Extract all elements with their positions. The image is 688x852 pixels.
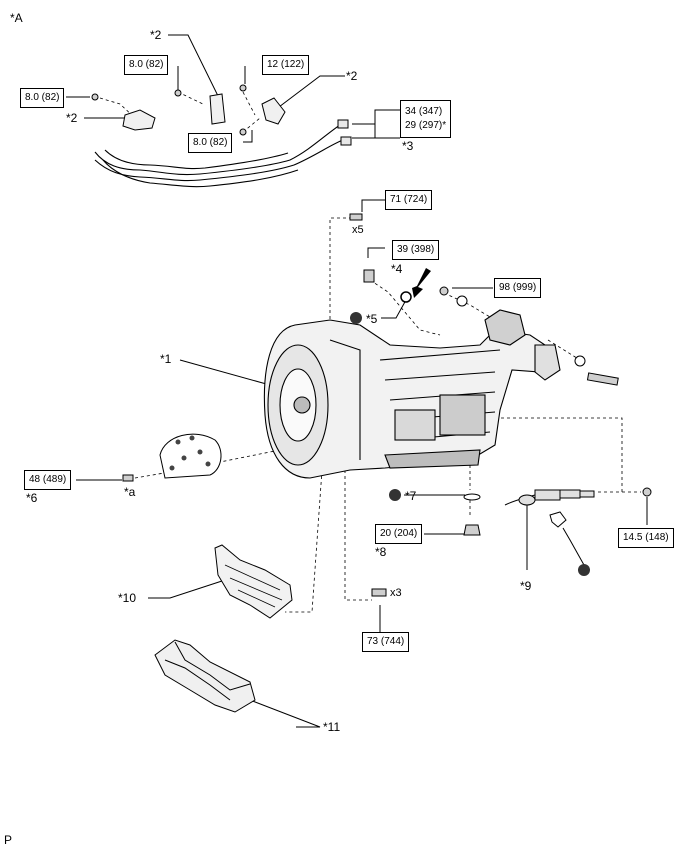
- transmission-assembly: [263, 309, 561, 479]
- callout-4: *4: [391, 262, 403, 276]
- dashed-guide: [344, 470, 372, 601]
- cable-clip: [549, 511, 567, 528]
- torque-spec: 8.0 (82): [20, 88, 65, 108]
- drain-plug: [463, 524, 481, 536]
- callout-2: *2: [346, 69, 358, 83]
- leader-line: [361, 199, 385, 212]
- quantity-label: x5: [352, 224, 364, 236]
- leader-line: [179, 359, 271, 386]
- bolt: [371, 588, 387, 597]
- torque-spec: 39 (398): [392, 240, 440, 260]
- bolt: [239, 84, 247, 92]
- tube-bracket: [122, 109, 156, 131]
- quantity-label: x3: [390, 587, 402, 599]
- washer: [456, 295, 468, 307]
- torque-spec: 12 (122): [262, 55, 310, 75]
- torque-spec: 14.5 (148): [618, 528, 674, 548]
- callout-10: *10: [118, 591, 137, 605]
- callout-5: *5: [366, 312, 378, 326]
- torque-spec: 71 (724): [385, 190, 433, 210]
- non-reusable-marker: [578, 564, 590, 576]
- drain-plug: [363, 269, 375, 283]
- dashed-guide: [547, 339, 581, 361]
- transmission-control-cable: [504, 489, 595, 506]
- bolt: [174, 89, 182, 97]
- callout-2: *2: [66, 111, 78, 125]
- corner-label: *A: [10, 11, 23, 25]
- oil-cooler-tubes: [94, 124, 344, 188]
- tube-bracket: [209, 93, 226, 125]
- callout-8: *8: [375, 545, 387, 559]
- dashed-guide: [369, 279, 441, 336]
- leader-line: [168, 34, 221, 101]
- gasket: [463, 493, 481, 501]
- leader-line: [148, 579, 226, 599]
- arrow-icon: [412, 268, 431, 298]
- callout-7: *7: [405, 489, 417, 503]
- nut: [439, 286, 449, 296]
- leader-line: [367, 247, 385, 258]
- leader-line: [249, 699, 321, 728]
- washer: [574, 355, 586, 367]
- tube-bracket: [261, 97, 286, 125]
- torque-spec: 48 (489): [24, 470, 72, 490]
- footer-label: P: [4, 833, 13, 847]
- leader-line: [374, 109, 400, 124]
- tube-fitting: [337, 119, 349, 129]
- callout-a: *a: [124, 485, 136, 499]
- bolt: [586, 372, 619, 386]
- non-reusable-marker: [389, 489, 401, 501]
- callout-11: *11: [323, 720, 341, 734]
- dashed-guide: [329, 217, 352, 330]
- o-ring: [400, 291, 412, 303]
- torque-spec: 8.0 (82): [124, 55, 169, 75]
- dashed-guide: [242, 117, 261, 133]
- dashed-guide: [443, 292, 496, 321]
- callout-2: *2: [150, 28, 162, 42]
- torque-spec-pair: 34 (347) 29 (297)*: [400, 100, 452, 138]
- torque-spec: 73 (744): [362, 632, 410, 652]
- leader-line: [352, 123, 376, 139]
- torque-spec: 98 (999): [494, 278, 542, 298]
- torque-spec: 29 (297)*: [405, 120, 447, 131]
- dashed-guide: [177, 91, 206, 106]
- bolt: [122, 474, 134, 482]
- torque-spec: 8.0 (82): [188, 133, 233, 153]
- tube-fitting: [340, 136, 352, 146]
- leader-line: [374, 124, 400, 139]
- callout-6: *6: [26, 491, 38, 505]
- non-reusable-marker: [350, 312, 362, 324]
- callout-1: *1: [160, 352, 172, 366]
- bolt: [349, 213, 363, 221]
- torque-spec: 20 (204): [375, 524, 423, 544]
- drive-plate: [159, 433, 222, 479]
- torque-spec: 34 (347): [405, 106, 443, 117]
- callout-9: *9: [520, 579, 532, 593]
- nut: [642, 487, 652, 497]
- heat-insulator: [154, 639, 256, 713]
- dashed-guide: [495, 417, 623, 493]
- transmission-cover: [214, 544, 293, 619]
- dashed-guide: [242, 91, 256, 116]
- leader-line: [274, 75, 345, 111]
- callout-3: *3: [402, 139, 414, 153]
- leader-line: [562, 527, 585, 566]
- leader-line: [243, 130, 253, 143]
- bolt: [239, 128, 247, 136]
- leader-line: [381, 299, 407, 319]
- bolt: [91, 93, 99, 101]
- dashed-guide: [99, 97, 136, 119]
